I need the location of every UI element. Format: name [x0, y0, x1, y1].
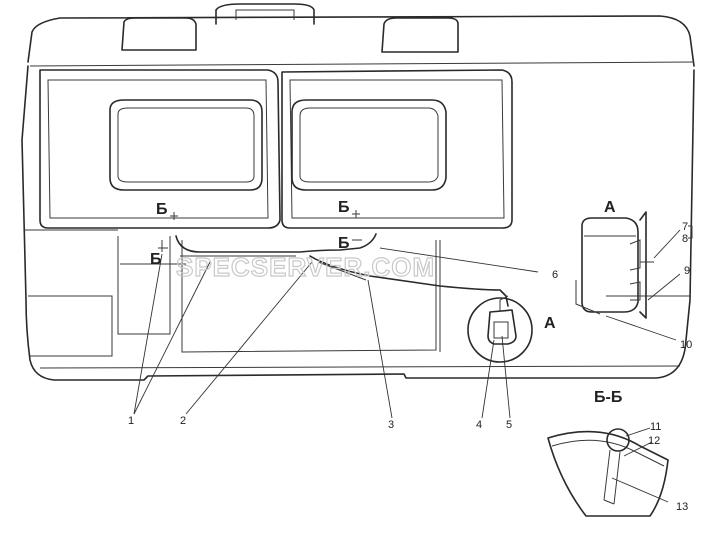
section-bb-title: Б-Б	[594, 389, 622, 406]
watermark: SPECSERVER.COM	[176, 252, 435, 282]
window-frame-right	[281, 69, 513, 229]
section-mark-b-4: Б	[150, 251, 162, 268]
washer-reservoir	[487, 309, 517, 345]
roof-marker-right	[381, 17, 459, 53]
callout-1: 1	[128, 415, 134, 427]
section-bb-panel	[547, 430, 669, 517]
callout-4: 4	[476, 419, 482, 431]
cab-body	[21, 65, 695, 381]
washer-hose	[175, 233, 377, 253]
lower-panel-center	[181, 240, 437, 353]
callout-5: 5	[506, 419, 512, 431]
callout-10: 10	[680, 339, 692, 351]
callout-8: 8	[682, 233, 688, 245]
section-mark-b-2: Б	[338, 199, 350, 216]
roof-marker-left	[121, 17, 197, 51]
window-glass-left	[109, 99, 263, 191]
section-mark-b-3: Б	[338, 235, 350, 252]
detail-a-reservoir	[581, 217, 639, 313]
callout-13: 13	[676, 501, 688, 513]
callout-7: 7	[682, 221, 688, 233]
section-bb-nozzle	[606, 428, 630, 452]
callout-9: 9	[684, 265, 690, 277]
detail-a-wall	[639, 211, 647, 319]
window-frame-left	[39, 69, 281, 229]
callout-12: 12	[648, 435, 660, 447]
callout-6: 6	[552, 269, 558, 281]
view-a-marker: А	[544, 315, 556, 332]
callout-11: 11	[650, 421, 661, 433]
callout-3: 3	[388, 419, 394, 431]
section-mark-b-1: Б	[156, 201, 168, 218]
washer-reservoir-mount	[467, 297, 533, 363]
view-a-title: А	[604, 199, 616, 216]
window-glass-right	[291, 99, 447, 191]
cab-roof	[27, 15, 695, 67]
lower-panel-left	[117, 236, 171, 335]
roof-vent-center	[215, 3, 315, 25]
callout-2: 2	[180, 415, 186, 427]
